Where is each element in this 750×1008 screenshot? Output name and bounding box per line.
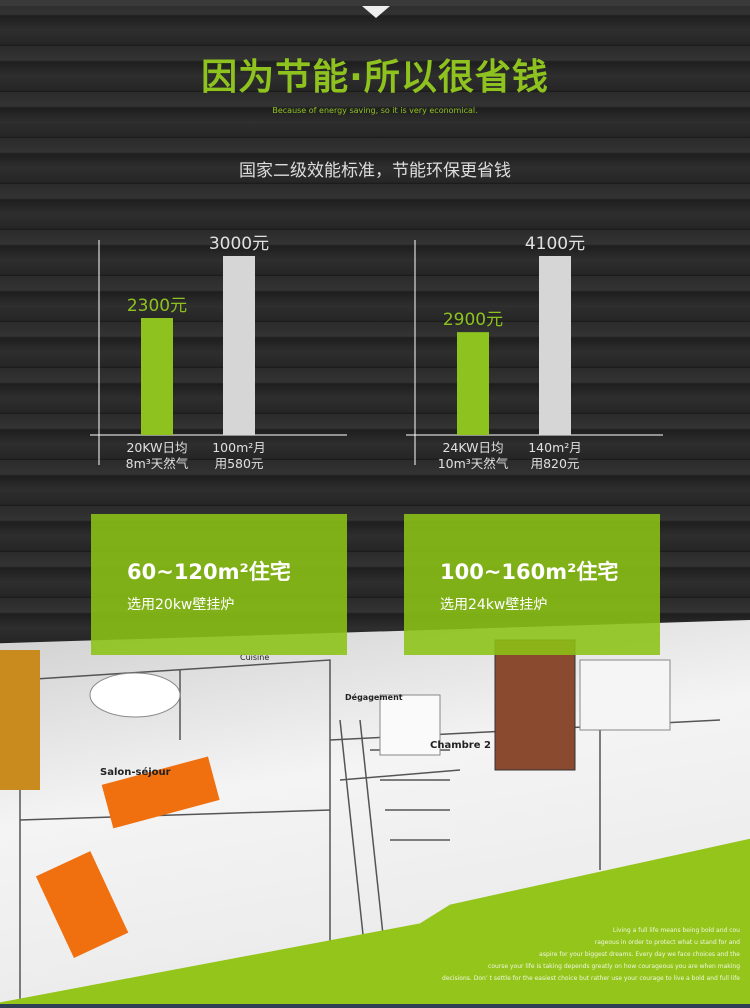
- data-label: 3000元: [209, 234, 269, 254]
- data-label: 2300元: [127, 296, 187, 316]
- category-label: 8m³天然气: [126, 456, 189, 471]
- quote-text: Living a full life means being bold and …: [200, 925, 740, 985]
- category-label: 用820元: [531, 456, 580, 471]
- quote-line: aspire for your biggest dreams. Every da…: [539, 951, 740, 958]
- notch-arrow-icon: [362, 6, 390, 18]
- card-title: 100~160m²住宅: [440, 560, 619, 584]
- card-desc: 选用24kw壁挂炉: [440, 597, 548, 613]
- card-desc: 选用20kw壁挂炉: [127, 597, 235, 613]
- bar: [457, 332, 489, 435]
- bar: [141, 317, 173, 435]
- bottom-bar: [0, 1004, 750, 1008]
- plan-label: Cuisine: [240, 653, 269, 662]
- top-bar: [0, 0, 750, 6]
- card-24kw: 100~160m²住宅 选用24kw壁挂炉: [404, 514, 660, 655]
- plan-label: Chambre 2: [430, 740, 491, 751]
- category-label: 140m²月: [528, 440, 582, 455]
- data-label: 4100元: [525, 234, 585, 254]
- category-label: 10m³天然气: [438, 456, 509, 471]
- page-title: 因为节能·所以很省钱: [201, 57, 549, 98]
- category-label: 24KW日均: [442, 440, 503, 455]
- bar: [223, 256, 255, 435]
- quote-line: Living a full life means being bold and …: [612, 927, 740, 934]
- quote-line: course your life is taking depends great…: [488, 963, 740, 970]
- subtitle-chinese: 国家二级效能标准，节能环保更省钱: [239, 161, 511, 181]
- card-20kw: 60~120m²住宅 选用20kw壁挂炉: [91, 514, 347, 655]
- category-label: 用580元: [215, 456, 264, 471]
- quote-line: rageous in order to protect what u stand…: [594, 939, 740, 946]
- quote-line: decisions. Don’ t settle for the easiest…: [442, 975, 740, 982]
- card-title: 60~120m²住宅: [127, 560, 291, 584]
- subtitle-english: Because of energy saving, so it is very …: [272, 106, 478, 115]
- category-label: 20KW日均: [126, 440, 187, 455]
- data-label: 2900元: [443, 310, 503, 330]
- category-label: 100m²月: [212, 440, 266, 455]
- plan-label: Salon-séjour: [100, 766, 171, 778]
- bar: [539, 256, 571, 435]
- plan-label: Dégagement: [345, 692, 403, 702]
